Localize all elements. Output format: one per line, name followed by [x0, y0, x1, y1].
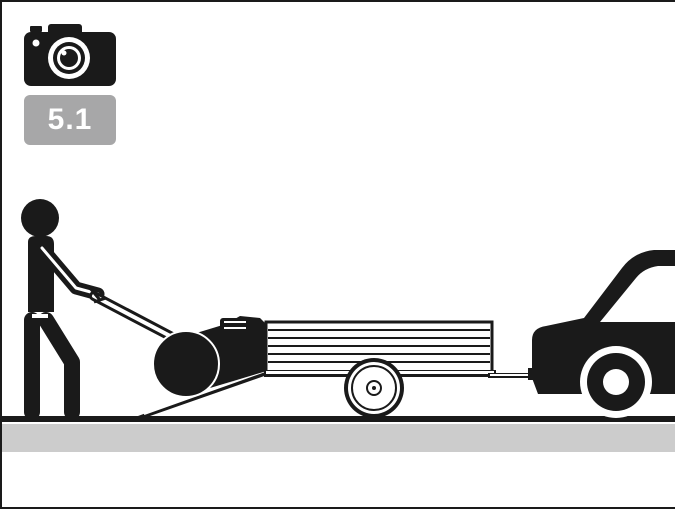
person-figure — [21, 199, 98, 412]
ground-band — [2, 424, 675, 452]
mower-handle — [90, 288, 174, 338]
ground-line — [2, 416, 675, 422]
lawn-mower — [153, 316, 270, 397]
car — [528, 250, 675, 418]
trailer — [264, 322, 538, 418]
